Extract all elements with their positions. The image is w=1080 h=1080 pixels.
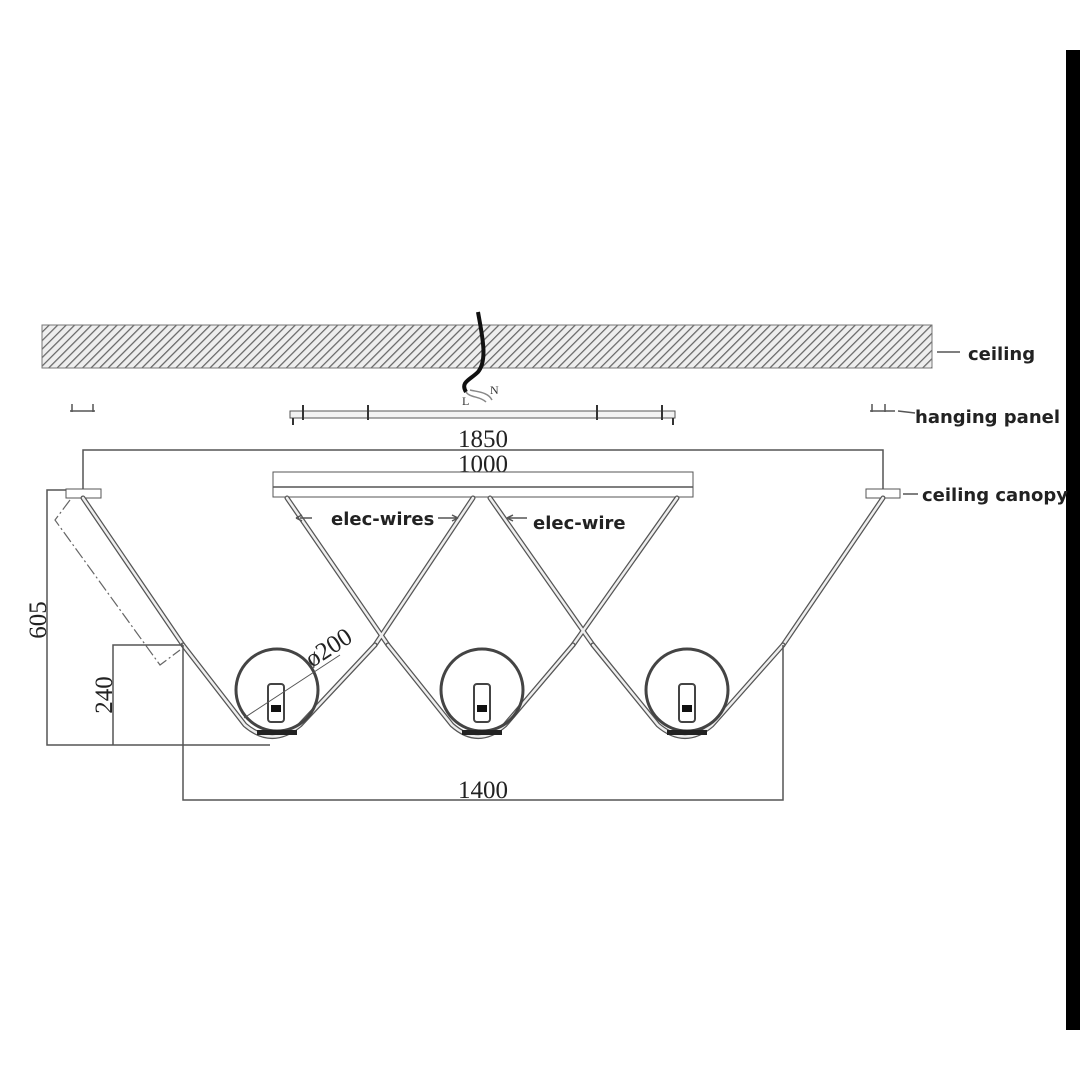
lamp-1 (180, 642, 378, 739)
live-wire-label: L (462, 394, 469, 408)
dimension-1400: 1400 (458, 777, 508, 804)
elec-wires-arrow-left (295, 514, 312, 522)
hanging-panel-leader (897, 410, 916, 414)
wire-ends (465, 389, 493, 403)
elec-wire-arrow (506, 514, 527, 522)
dimension-1400-line (182, 645, 784, 801)
dimension-1850-line (82, 449, 884, 490)
hanging-panel-label: hanging panel (915, 407, 1060, 428)
alternate-position-outline (54, 499, 181, 666)
dimension-605-line (46, 489, 270, 746)
ceiling-label: ceiling (968, 344, 1035, 365)
dimension-240: 240 (91, 676, 118, 714)
power-cable (462, 311, 486, 394)
lamp-2 (385, 642, 576, 739)
dimension-1850: 1850 (458, 426, 508, 453)
neutral-wire-label: N (490, 383, 499, 397)
ceiling-canopy-label: ceiling canopy (922, 485, 1068, 506)
elec-wire-label: elec-wire (533, 513, 626, 534)
edge-bar (1066, 50, 1080, 1030)
elec-wires-label: elec-wires (331, 509, 434, 530)
dimension-605: 605 (25, 601, 52, 639)
center-canopy-panel (272, 471, 694, 498)
elec-wires-arrow-right (438, 514, 459, 522)
lamp-3 (590, 642, 786, 739)
ceiling-slab (41, 324, 933, 369)
suspension-wires (80, 495, 886, 648)
hanging-panel (70, 404, 895, 425)
dimension-240-line (112, 644, 183, 745)
